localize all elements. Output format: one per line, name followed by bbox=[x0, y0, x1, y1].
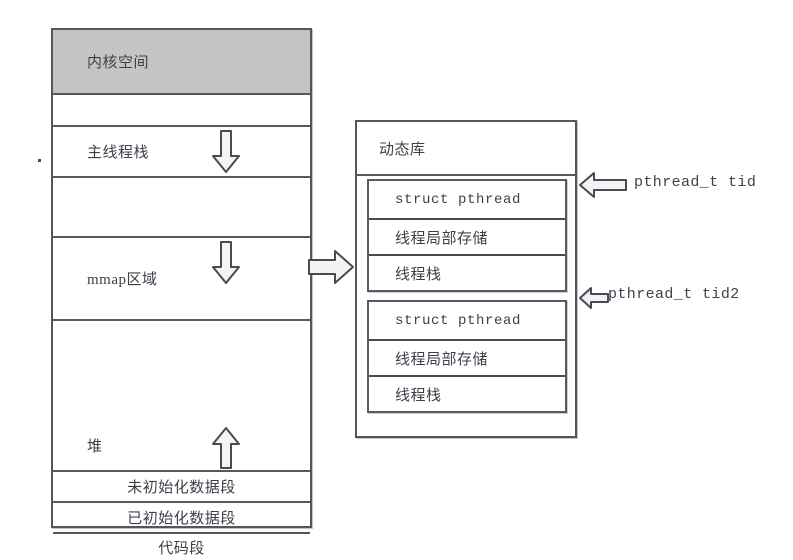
annotation-tid2: pthread_t tid2 bbox=[608, 286, 740, 303]
segment-main-thread-stack: 主线程栈 bbox=[53, 127, 310, 176]
divider-thread2-row2 bbox=[369, 375, 565, 377]
arrow-down-icon-main-stack bbox=[211, 129, 241, 174]
divider-thread1-row1 bbox=[369, 218, 565, 220]
divider-text-top bbox=[53, 532, 310, 534]
thread-row-label-stack-2: 线程栈 bbox=[395, 387, 442, 404]
divider-thread1-row2 bbox=[369, 254, 565, 256]
annotation-tid: pthread_t tid bbox=[634, 174, 757, 191]
divider-main-stack-top bbox=[53, 125, 310, 127]
divider-main-stack-bottom bbox=[53, 176, 310, 178]
segment-bss: 未初始化数据段 bbox=[53, 472, 310, 501]
thread-block-2: struct pthread 线程局部存储 线程栈 bbox=[367, 300, 567, 413]
thread-row-label-tls-2: 线程局部存储 bbox=[395, 351, 489, 368]
thread-row-tls-1: 线程局部存储 bbox=[369, 220, 565, 254]
thread-row-stack-2: 线程栈 bbox=[369, 377, 565, 411]
arrow-left-icon-tid2 bbox=[578, 285, 610, 311]
divider-mmap-bottom bbox=[53, 319, 310, 321]
divider-thread2-row1 bbox=[369, 339, 565, 341]
arrow-down-icon-mmap bbox=[211, 240, 241, 285]
segment-data: 已初始化数据段 bbox=[53, 503, 310, 532]
thread-row-stack-1: 线程栈 bbox=[369, 256, 565, 290]
dynamic-library-box: 动态库 struct pthread 线程局部存储 线程栈 struct pth… bbox=[355, 120, 577, 438]
arrow-left-icon-tid bbox=[578, 170, 628, 200]
process-address-space-box: 内核空间 主线程栈 mmap区域 堆 未初始化数据段 bbox=[51, 28, 312, 557]
segment-gap-middle bbox=[53, 178, 310, 236]
thread-block-1: struct pthread 线程局部存储 线程栈 bbox=[367, 179, 567, 292]
library-title: 动态库 bbox=[379, 141, 426, 158]
ink-speck bbox=[38, 159, 41, 162]
thread-row-label-tls-1: 线程局部存储 bbox=[395, 230, 489, 247]
arrow-up-icon-heap bbox=[211, 426, 241, 470]
divider-kernel-bottom bbox=[53, 93, 310, 95]
divider-library-title bbox=[357, 174, 575, 176]
thread-row-struct-pthread-2: struct pthread bbox=[369, 302, 565, 339]
thread-row-label-stack-1: 线程栈 bbox=[395, 266, 442, 283]
segment-kernel-space: 内核空间 bbox=[53, 30, 310, 93]
divider-data-top bbox=[53, 501, 310, 503]
thread-row-struct-pthread-1: struct pthread bbox=[369, 181, 565, 218]
divider-bss-top bbox=[53, 470, 310, 472]
segment-label-main-thread-stack: 主线程栈 bbox=[87, 145, 150, 161]
segment-mmap-region: mmap区域 bbox=[53, 238, 310, 319]
segment-label-bss: 未初始化数据段 bbox=[127, 480, 236, 496]
thread-row-label-struct-pthread-2: struct pthread bbox=[395, 312, 522, 329]
thread-row-label-struct-pthread-1: struct pthread bbox=[395, 191, 522, 208]
thread-row-tls-2: 线程局部存储 bbox=[369, 341, 565, 375]
arrow-right-icon-mmap-to-library bbox=[307, 248, 355, 286]
segment-label-mmap-region: mmap区域 bbox=[87, 272, 158, 288]
segment-label-kernel-space: 内核空间 bbox=[87, 55, 150, 71]
segment-label-heap: 堆 bbox=[87, 439, 103, 455]
library-title-row: 动态库 bbox=[357, 122, 575, 174]
segment-text: 代码段 bbox=[53, 534, 310, 560]
segment-label-data: 已初始化数据段 bbox=[127, 511, 236, 527]
divider-mmap-top bbox=[53, 236, 310, 238]
segment-label-text: 代码段 bbox=[158, 540, 205, 557]
segment-gap-upper bbox=[53, 95, 310, 125]
segment-heap: 堆 bbox=[53, 321, 310, 470]
